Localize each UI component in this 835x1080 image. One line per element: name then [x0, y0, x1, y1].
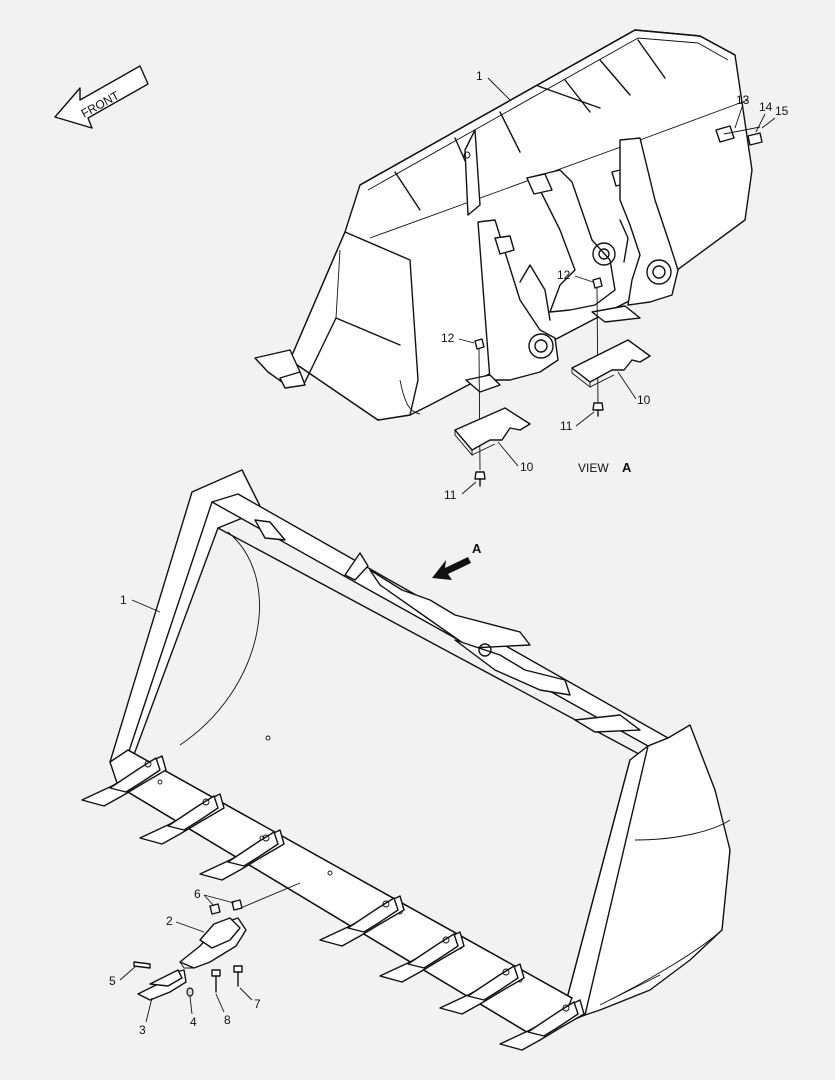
tooth: [139, 793, 225, 845]
top-bucket-rear-view: [254, 29, 753, 421]
callout-12-right: 12: [557, 268, 571, 282]
front-arrow: FRONT: [54, 65, 149, 129]
callout-11-right: 11: [560, 419, 573, 433]
view-letter: A: [622, 460, 632, 475]
callout-6: 6: [194, 887, 201, 901]
callout-1-top: 1: [476, 69, 483, 83]
callout-1-main: 1: [120, 593, 127, 607]
nut-12-left: [474, 338, 485, 350]
view-a-arrow: A: [432, 541, 482, 580]
tooth: [199, 829, 285, 881]
plate-10-left: [454, 407, 531, 457]
callout-8: 8: [224, 1013, 231, 1027]
bolt-11-right: [592, 402, 604, 417]
callout-10-left: 10: [520, 460, 534, 474]
callout-11-left: 11: [444, 488, 457, 502]
callout-7: 7: [254, 997, 261, 1011]
items-13-15: [715, 125, 763, 146]
callout-3: 3: [139, 1023, 146, 1037]
callout-10-right: 10: [637, 393, 651, 407]
tooth: [81, 755, 167, 807]
tooth: [499, 999, 585, 1051]
callout-15: 15: [775, 104, 789, 118]
callout-12-left: 12: [441, 331, 455, 345]
callout-4: 4: [190, 1015, 197, 1029]
tooth: [439, 963, 525, 1015]
callout-2: 2: [166, 914, 173, 928]
callout-13: 13: [736, 93, 750, 107]
view-label: VIEW: [578, 461, 609, 475]
callout-14: 14: [759, 100, 773, 114]
teeth-row: [81, 755, 585, 1051]
bolt-11-left: [474, 471, 486, 487]
main-bucket-front-view: [109, 469, 731, 1041]
callout-5: 5: [109, 974, 116, 988]
tooth: [319, 895, 405, 947]
nut-12-right: [592, 277, 603, 289]
tooth: [379, 931, 465, 983]
plate-10-right: [571, 339, 651, 388]
adapter-assembly-exploded: [133, 882, 301, 1001]
view-a-arrow-label: A: [472, 541, 482, 556]
